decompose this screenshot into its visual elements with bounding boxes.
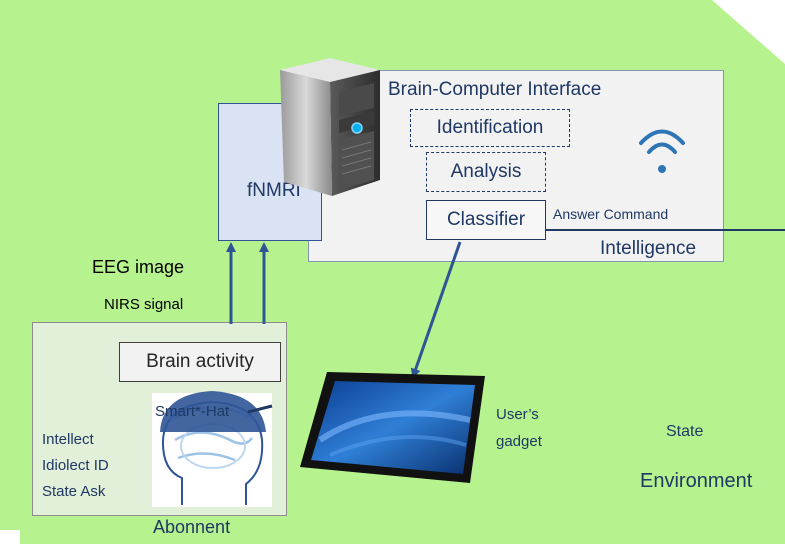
environment-label: Environment bbox=[640, 470, 753, 492]
wifi-icon bbox=[639, 129, 685, 173]
classifier-to-gadget-arrow bbox=[410, 241, 462, 379]
users-gadget-label: User’s gadget bbox=[496, 401, 542, 455]
profile-idiolect-id: Idiolect ID bbox=[42, 457, 109, 474]
eeg-image-label: EEG image bbox=[92, 257, 185, 277]
server-tower-icon bbox=[280, 58, 380, 196]
identification-box: Identification bbox=[410, 109, 570, 147]
answer-command-label: Answer Command bbox=[553, 206, 669, 222]
human-head-icon bbox=[152, 391, 273, 507]
smart-hat-label: Smart*-Hat bbox=[155, 403, 230, 420]
fnmri-label: fNMRI bbox=[247, 180, 301, 201]
abonnent-label: Abonnent bbox=[153, 517, 231, 537]
classifier-box: Classifier bbox=[426, 200, 546, 240]
nirs-signal-label: NIRS signal bbox=[104, 296, 184, 313]
tablet-icon bbox=[300, 372, 485, 483]
brain-activity-box: Brain activity bbox=[119, 342, 281, 382]
users-gadget-line1: User’s bbox=[496, 406, 539, 423]
bci-title: Brain-Computer Interface bbox=[388, 79, 602, 100]
profile-state-ask: State Ask bbox=[42, 483, 106, 500]
state-label: State bbox=[666, 423, 704, 440]
intelligence-label: Intelligence bbox=[600, 238, 697, 259]
profile-intellect: Intellect bbox=[42, 431, 94, 448]
users-gadget-line2: gadget bbox=[496, 433, 542, 450]
analysis-box: Analysis bbox=[426, 152, 546, 192]
